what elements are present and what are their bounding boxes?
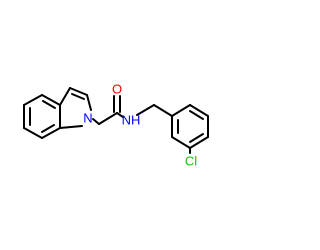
bond <box>41 127 61 139</box>
molecule-structure: N O NH Cl <box>23 82 209 169</box>
atom-label-amide-nh: NH <box>122 113 141 128</box>
double-bond-inner <box>71 93 85 100</box>
bond <box>59 87 71 106</box>
bond <box>189 104 209 117</box>
bond <box>98 112 118 125</box>
linker-chain <box>92 95 173 125</box>
bond <box>86 94 92 111</box>
bond <box>23 127 43 139</box>
bond <box>136 104 155 116</box>
bond <box>116 112 124 118</box>
bond <box>171 136 191 149</box>
bond <box>59 125 83 129</box>
double-bond-inner <box>41 124 55 133</box>
bond <box>92 118 100 125</box>
atom-label-carbonyl-oxygen: O <box>112 82 122 97</box>
double-bond-inner <box>42 100 56 109</box>
indole-pyrrole-ring <box>59 87 92 129</box>
bond <box>23 94 43 106</box>
double-bond-inner <box>189 110 204 120</box>
bond <box>41 94 61 106</box>
bond <box>69 87 88 96</box>
bond <box>153 104 173 117</box>
atom-label-chlorine: Cl <box>185 154 197 169</box>
bond <box>189 136 209 149</box>
bond <box>171 104 191 117</box>
chlorophenyl-ring <box>171 104 209 154</box>
indole-benzene-ring <box>23 94 61 139</box>
atom-label-indole-nitrogen: N <box>83 111 92 126</box>
double-bond-inner <box>189 133 204 143</box>
